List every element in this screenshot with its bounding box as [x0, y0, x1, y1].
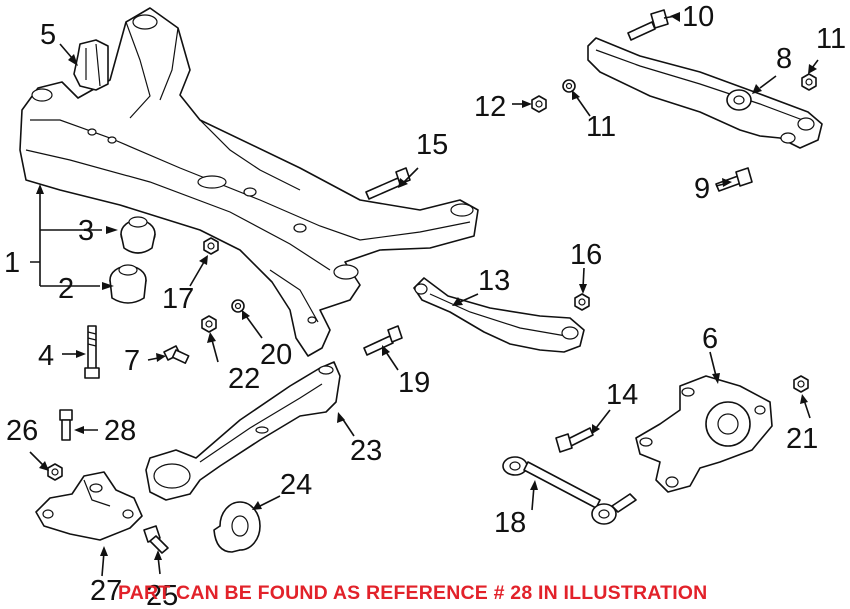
- washer-11-part: [562, 79, 576, 93]
- link-18-part: [502, 456, 637, 525]
- trailing-arm-23-part: [145, 361, 341, 501]
- callout-1: 1: [4, 247, 20, 279]
- bolt-19-part: [363, 325, 403, 356]
- callout-23: 23: [350, 435, 382, 467]
- callout-3: 3: [78, 215, 94, 247]
- callout-26: 26: [6, 415, 38, 447]
- callout-labels: 1 2 3 4 5 6 7 8 9 10 11 11 12 13 14 15 1…: [4, 1, 846, 609]
- callout-16: 16: [570, 239, 602, 271]
- nut-17-part: [203, 237, 219, 255]
- bolt-25-part: [143, 525, 169, 554]
- callout-20: 20: [260, 339, 292, 371]
- nut-12-part: [531, 95, 547, 113]
- callout-27: 27: [90, 575, 122, 607]
- bolt-4-part: [84, 325, 100, 379]
- callout-12: 12: [474, 91, 506, 123]
- nut-21-part: [793, 375, 809, 393]
- callout-13: 13: [478, 265, 510, 297]
- bushing-2-part: [109, 264, 147, 304]
- bumper-stop-part: [73, 39, 109, 91]
- reference-note: PART CAN BE FOUND AS REFERENCE # 28 IN I…: [118, 582, 708, 604]
- bracket-27-part: [35, 471, 143, 541]
- bolt-14-part: [555, 427, 594, 453]
- callout-14: 14: [606, 379, 638, 411]
- control-arm-8-part: [587, 37, 823, 149]
- callout-22: 22: [228, 363, 260, 395]
- bolt-28-part: [59, 409, 73, 441]
- callout-6: 6: [702, 323, 718, 355]
- callout-21: 21: [786, 423, 818, 455]
- callout-10: 10: [682, 1, 714, 33]
- subframe-part: [19, 7, 479, 357]
- callout-17: 17: [162, 283, 194, 315]
- callout-4: 4: [38, 340, 54, 372]
- callout-2: 2: [58, 273, 74, 305]
- control-arm-13-part: [413, 277, 585, 353]
- bolt-7-part: [163, 345, 190, 364]
- bolt-10-part: [627, 9, 669, 41]
- callout-19: 19: [398, 367, 430, 399]
- nut-16-part: [574, 293, 590, 311]
- callout-8: 8: [776, 43, 792, 75]
- callout-15: 15: [416, 129, 448, 161]
- knuckle-6-part: [635, 375, 773, 493]
- bolt-9-part: [715, 167, 753, 192]
- callout-28: 28: [104, 415, 136, 447]
- callout-25: 25: [146, 580, 178, 609]
- leader-lines: [29, 12, 819, 577]
- nut-22-part: [201, 315, 217, 333]
- callout-24: 24: [280, 469, 312, 501]
- nut-11-part: [801, 73, 817, 91]
- callout-5: 5: [40, 19, 56, 51]
- nut-26-part: [47, 463, 63, 481]
- callout-18: 18: [494, 507, 526, 539]
- callout-7: 7: [124, 345, 140, 377]
- washer-20-part: [231, 299, 245, 313]
- bushing-3-part: [120, 216, 156, 254]
- callout-11-top: 11: [816, 23, 846, 55]
- callout-9: 9: [694, 173, 710, 205]
- bushing-24-part: [213, 501, 261, 553]
- callout-11-mid: 11: [586, 111, 616, 143]
